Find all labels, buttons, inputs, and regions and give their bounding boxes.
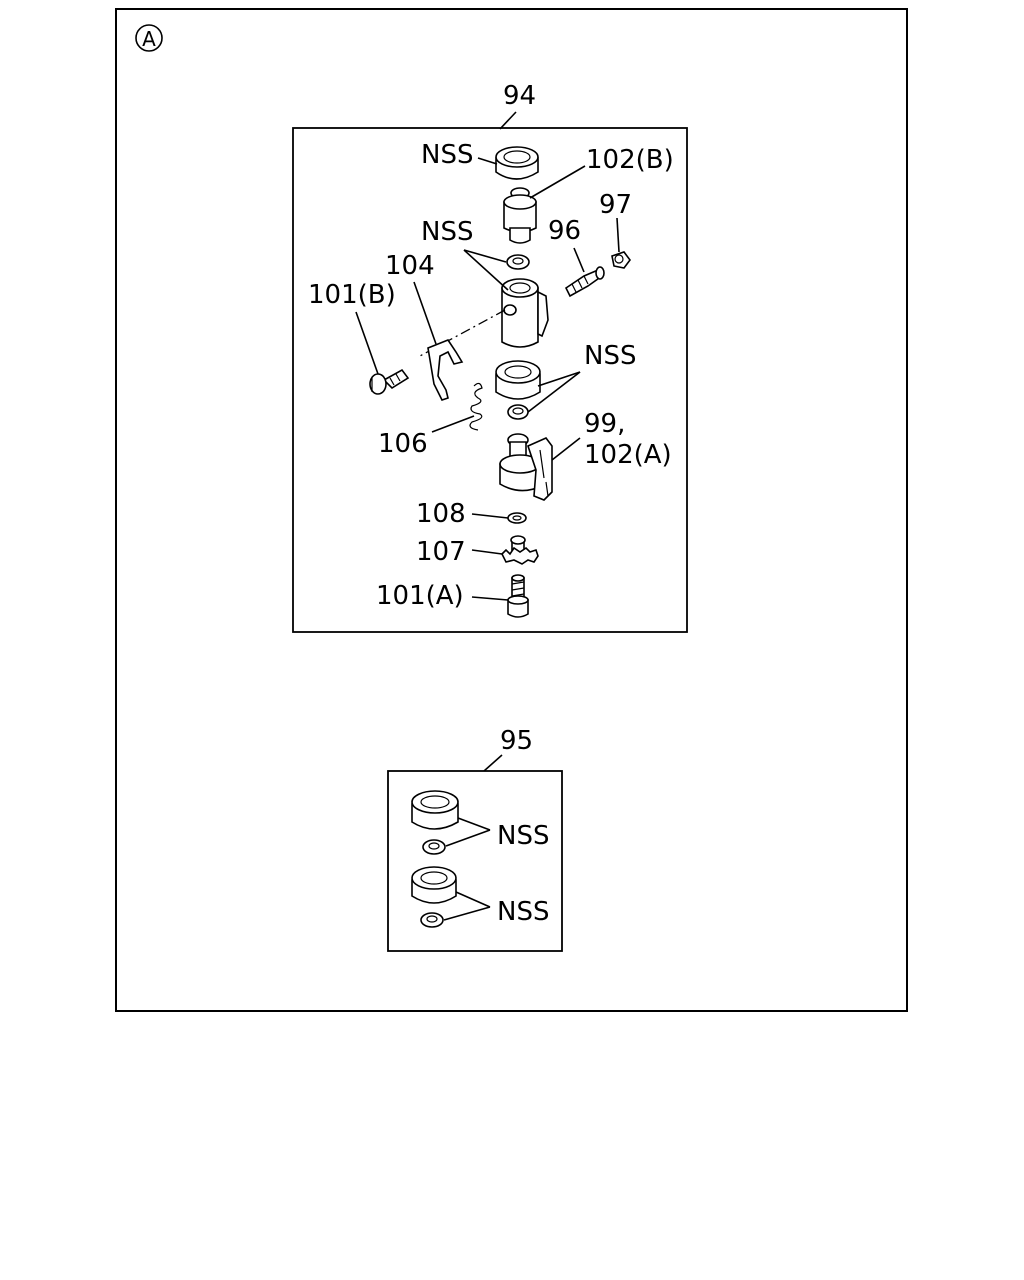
callout-99: 99, (584, 409, 625, 439)
view-marker: A (135, 24, 163, 52)
callout-102b: 102(B) (586, 145, 674, 175)
assembly-94-number: 94 (503, 81, 536, 111)
return-spring (469, 382, 483, 431)
valve-housing (499, 433, 553, 501)
assembly-95: 95 NSS NSS (387, 726, 563, 952)
valve-body (501, 278, 549, 348)
callout-106: 106 (378, 429, 428, 459)
seal-cup-mid (495, 360, 541, 400)
callout-102a: 102(A) (584, 440, 672, 470)
assembly-94-frame (292, 127, 688, 633)
callout-nss-right: NSS (584, 341, 636, 371)
callout-nss-b: NSS (497, 897, 549, 927)
callout-107: 107 (416, 537, 466, 567)
seal-ring-1 (422, 839, 446, 855)
callout-108: 108 (416, 499, 466, 529)
seal-ring-2 (420, 912, 444, 928)
screw-a (507, 574, 529, 618)
callout-101b: 101(B) (308, 280, 396, 310)
lever (427, 339, 464, 401)
callout-nss-a: NSS (497, 821, 549, 851)
seal-ring-mid (507, 404, 529, 420)
seal-cup-top (495, 146, 539, 180)
bleeder-screw (564, 266, 605, 298)
assembly-95-number: 95 (500, 726, 533, 756)
callout-96: 96 (548, 216, 581, 246)
assembly-94: 94 (292, 81, 688, 633)
seal-cup-1 (411, 790, 459, 830)
callout-104: 104 (385, 251, 435, 281)
callout-101a: 101(A) (376, 581, 464, 611)
callout-nss-top: NSS (421, 140, 473, 170)
bleeder-cap (611, 251, 631, 269)
callout-97: 97 (599, 190, 632, 220)
seal-cup-2 (411, 866, 457, 904)
seal-ring-small (506, 254, 530, 270)
valve-piston (503, 187, 537, 244)
view-marker-letter: A (142, 27, 156, 51)
assembly-95-frame (387, 770, 563, 952)
bolt-b (369, 368, 410, 395)
outer-frame (115, 8, 908, 1012)
callout-nss-mid: NSS (421, 217, 473, 247)
gear (501, 535, 539, 565)
washer (507, 512, 527, 524)
